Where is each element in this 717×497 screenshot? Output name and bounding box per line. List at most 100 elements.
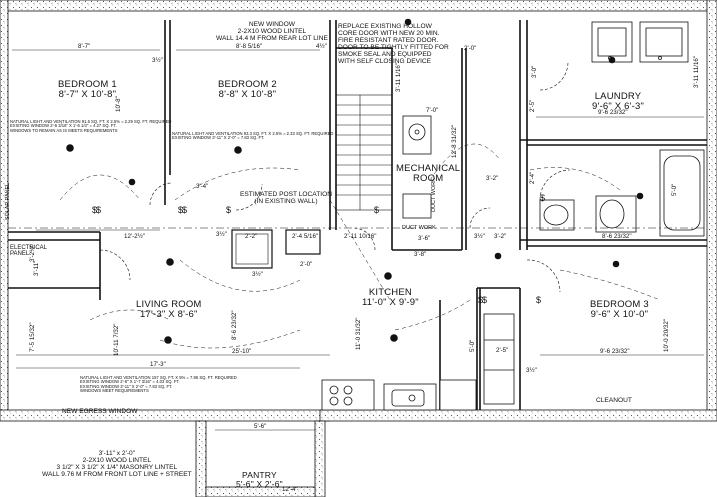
note-line: (IN EXISTING WALL) xyxy=(254,197,318,205)
dim-label: 3'-2½" xyxy=(29,244,36,262)
note-line: WINDOWS MEET REQUIREMENTS xyxy=(80,388,149,394)
room-name: KITCHEN xyxy=(368,287,412,298)
note-line: EXISTING WINDOW 2'-6 3/16" X 1'-6 1/4" =… xyxy=(10,123,117,129)
dim-label: 7'-0" xyxy=(426,107,439,114)
door-swings xyxy=(99,61,571,293)
room-name: MECHANICAL xyxy=(396,163,461,174)
dim-label: 11'-0 31/32" xyxy=(355,317,362,350)
dim-label: 9'-6 23/32" xyxy=(598,109,628,116)
laundry-fixtures xyxy=(591,21,689,63)
dim-label: 2'-4" xyxy=(529,171,536,184)
note-line: 2-2X10 WOOD LINTEL xyxy=(82,456,152,464)
note-lintel-bottom: 3'-11" x 2'-0" 2-2X10 WOOD LINTEL 3 1/2"… xyxy=(42,450,192,479)
dim-label: 17'-3" xyxy=(150,361,166,368)
room-name: BEDROOM 3 xyxy=(590,299,649,310)
note-line: WALL 14.4 M FROM REAR LOT LINE xyxy=(216,34,328,42)
dim-label: 4½" xyxy=(316,43,327,50)
outlet-symbol: $ xyxy=(226,205,231,215)
note-line: ESTIMATED POST LOCATION xyxy=(240,191,332,198)
room-size: 17'-3" X 8'-6" xyxy=(140,308,198,320)
dim-label: 3'-11 11/16" xyxy=(693,55,700,88)
note-line: NATURAL LIGHT AND VENTILATION 93.3 SQ. F… xyxy=(172,131,334,136)
note-line: WINDOWS TO REMAIN AS IS MEETS REQUIREMEN… xyxy=(10,127,118,133)
note-estimated-post: ESTIMATED POST LOCATION (IN EXISTING WAL… xyxy=(240,191,332,206)
dim-label: 12'-4" xyxy=(282,486,298,493)
dimension-lines xyxy=(12,49,704,431)
note-line: REPLACE EXISTING HOLLOW xyxy=(338,23,432,30)
dim-label: 8'-8 5/16" xyxy=(236,43,263,50)
staircase xyxy=(335,94,393,211)
room-size: 11'-0" X 9'-9" xyxy=(362,296,419,308)
note-line: CORE DOOR WITH NEW 20 MIN. xyxy=(338,29,440,37)
dim-label: 3½" xyxy=(526,367,537,374)
dim-label: 2'-5" xyxy=(529,99,536,112)
room-name: LIVING ROOM xyxy=(136,299,202,310)
dim-label: 12'-2½" xyxy=(124,233,145,240)
room-name: BEDROOM 2 xyxy=(218,79,277,90)
dim-label: 25'-10" xyxy=(232,348,252,355)
room-name: PANTRY xyxy=(241,470,277,480)
dim-label: 3'-2" xyxy=(494,233,507,240)
dim-label: 9'-6 23/32" xyxy=(600,348,630,355)
room-bedroom-3: BEDROOM 3 9'-6" X 10'-0" xyxy=(590,300,649,320)
room-name: BEDROOM 1 xyxy=(58,79,117,90)
light-symbols xyxy=(66,18,644,344)
dim-label: 2'-11 10/16" xyxy=(344,233,377,240)
outlet-symbol: $$ xyxy=(178,205,187,215)
room-sub: ROOM xyxy=(412,172,444,184)
outlet-symbol: $ xyxy=(536,295,541,305)
note-light-vent-bedroom-1: NATURAL LIGHT AND VENTILATION 91.6 SQ. F… xyxy=(10,119,172,133)
dim-label: 2'-5" xyxy=(496,347,509,354)
kitchen-fixtures xyxy=(321,313,515,411)
dim-label: 3'-6" xyxy=(418,235,431,242)
note-line: DOOR TO BE TIGHTLY FITTED FOR xyxy=(338,43,449,51)
room-living: LIVING ROOM 17'-3" X 8'-6" xyxy=(136,300,202,320)
dim-label: 3½" xyxy=(474,233,485,240)
room-size: 8'-8" X 10'-8" xyxy=(218,88,277,100)
posts xyxy=(231,229,321,269)
room-laundry: LAUNDRY 9'-6" X 6'-3" xyxy=(592,92,644,112)
note-cleanout: CLEANOUT xyxy=(596,397,632,404)
note-line: EXISTING WINDOW 2'-6" X 1'-7 3/16" = 4.0… xyxy=(80,379,180,385)
dim-label: 3'-0" xyxy=(531,65,538,78)
outlet-symbol: $$ xyxy=(92,205,101,215)
dim-label: 3½" xyxy=(252,271,263,278)
note-line: 3'-11" x 2'-0" xyxy=(98,450,136,457)
room-size: 9'-6" X 6'-3" xyxy=(592,100,645,112)
room-name: LAUNDRY xyxy=(594,91,642,102)
dim-label: 3'-11" xyxy=(33,260,40,276)
dim-label: 10'-11 7/32" xyxy=(113,323,120,356)
note-line: 3 1/2" X 3 1/2" X 1/4" MASONRY LINTEL xyxy=(56,463,178,471)
dim-label: 8'-6 23/32" xyxy=(602,233,632,240)
note-line: FIRE RESISTANT RATED DOOR. xyxy=(338,36,439,44)
note-line: WITH SELF CLOSING DEVICE xyxy=(338,57,432,65)
dim-label: 12'-8 31/32" xyxy=(451,125,458,158)
note-duct-work-horizontal: DUCT WORK xyxy=(402,225,436,231)
room-bedroom-1: BEDROOM 1 8'-7" X 10'-8" xyxy=(58,80,117,100)
note-line: 2-2X10 WOOD LINTEL xyxy=(237,27,307,35)
electrical-wiring xyxy=(59,143,661,349)
dim-label: 3'-11 1/16" xyxy=(395,62,402,92)
note-replace-door: REPLACE EXISTING HOLLOW CORE DOOR WITH N… xyxy=(338,23,449,66)
note-duct-work-vertical: DUCT WORK xyxy=(431,178,437,212)
dim-label: 5'-6" xyxy=(254,423,267,430)
note-electrical-panel: ELECTRICAL PANEL xyxy=(10,245,47,258)
dim-label: 10'-8" xyxy=(115,96,122,112)
room-bedroom-2: BEDROOM 2 8'-8" X 10'-8" xyxy=(218,80,277,100)
note-solar-panel: SOLAR PANEL xyxy=(5,182,11,220)
bath-fixtures xyxy=(539,149,705,237)
room-kitchen: KITCHEN 11'-0" X 9'-9" xyxy=(362,288,419,308)
dim-label: 8'-6 23/32" xyxy=(231,310,238,340)
dim-label: 2'-2" xyxy=(245,233,258,240)
note-line: EXISTING WINDOW 3'-11" X 2'-0" = 7.83 SQ… xyxy=(80,383,173,389)
room-size: 9'-6" X 10'-0" xyxy=(590,308,649,320)
room-pantry: PANTRY 5'-6" X 2'-6" xyxy=(236,471,283,489)
note-line: NATURAL LIGHT AND VENTILATION 91.6 SQ. F… xyxy=(10,119,172,124)
dim-label: 2'-0" xyxy=(300,261,313,268)
dim-label: 10'-0 20/32" xyxy=(663,319,670,352)
outlet-symbol: $ xyxy=(540,193,545,203)
dim-label: 2'-4 5/16" xyxy=(292,233,319,240)
room-mechanical: MECHANICAL ROOM xyxy=(396,164,460,184)
